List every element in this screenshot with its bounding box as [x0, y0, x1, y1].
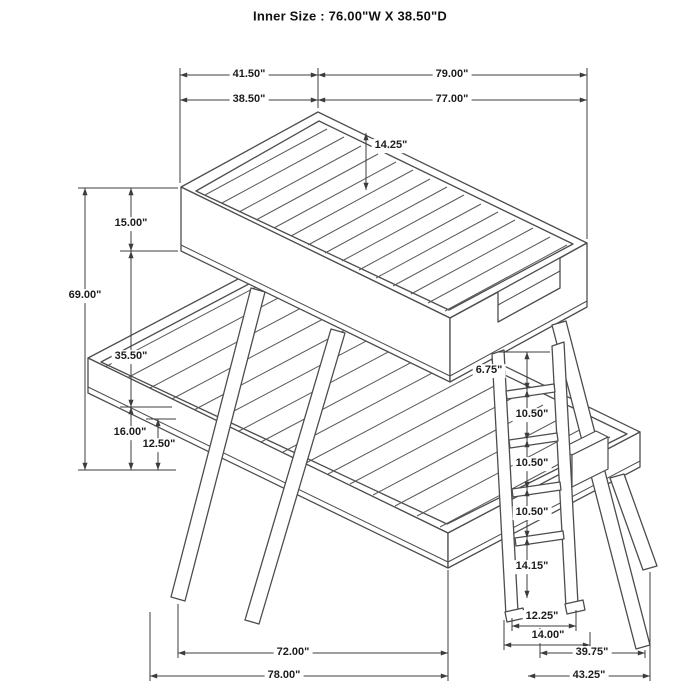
dim-bunk-clearance: 35.50"	[111, 350, 151, 364]
dim-ladder-top-gap: 6.75"	[472, 364, 506, 378]
dim-rung-spacing-2: 10.50"	[512, 457, 552, 471]
dim-base-length-outer: 78.00"	[264, 669, 304, 683]
dim-rung-spacing-3: 10.50"	[512, 506, 552, 520]
ladder-rung	[511, 481, 562, 498]
dim-upper-end-width-outer: 41.50"	[229, 68, 269, 82]
ladder	[491, 341, 586, 623]
dim-upper-length-outer: 79.00"	[432, 68, 472, 82]
dim-lower-rail-height: 12.50"	[139, 438, 179, 452]
dim-upper-end-width-inner: 38.50"	[229, 93, 269, 107]
inner-size-title: Inner Size : 76.00"W X 38.50"D	[253, 8, 447, 24]
dim-lower-bed-height: 16.00"	[110, 426, 150, 440]
dim-rail-to-slats: 14.25"	[371, 139, 411, 153]
left-back-leg	[170, 287, 266, 602]
legs	[170, 287, 658, 650]
dim-base-depth-inner: 39.75"	[572, 646, 612, 660]
dim-rung-spacing-1: 10.50"	[512, 408, 552, 422]
top-bunk-slats	[204, 128, 568, 312]
dim-upper-length-inner: 77.00"	[432, 93, 472, 107]
right-back-leg	[609, 473, 658, 571]
ladder-right-foot	[564, 599, 586, 615]
dim-overall-height: 69.00"	[65, 289, 105, 303]
ladder-rung	[508, 432, 559, 449]
dim-rung-to-floor: 14.15"	[512, 560, 552, 574]
top-bunk	[180, 111, 588, 383]
left-front-leg	[244, 328, 346, 625]
dim-ladder-width-inner: 12.25"	[522, 610, 562, 624]
ladder-rung	[514, 530, 565, 547]
dim-ladder-width-outer: 14.00"	[528, 629, 568, 643]
dim-guardrail-height: 15.00"	[111, 217, 151, 231]
dim-base-length-inner: 72.00"	[273, 646, 313, 660]
dim-base-depth-outer: 43.25"	[569, 669, 609, 683]
ladder-rung	[505, 383, 556, 400]
